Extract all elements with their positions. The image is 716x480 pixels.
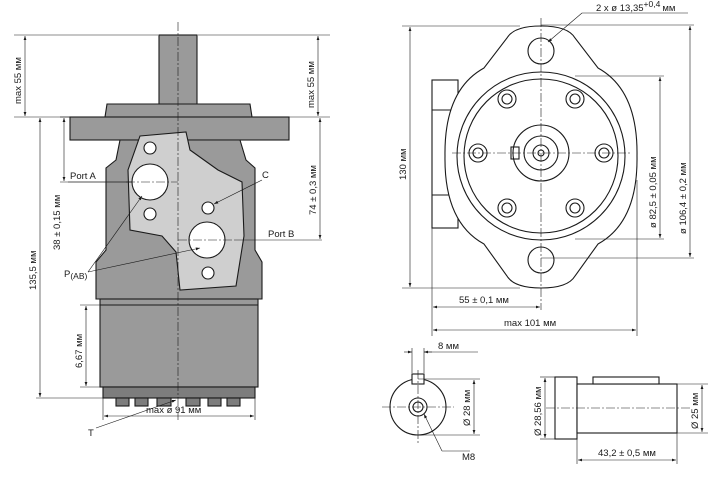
bolt-hole bbox=[143, 207, 157, 221]
dim-max55-left: max 55 мм bbox=[13, 57, 24, 104]
dim-55: 55 ± 0,1 мм bbox=[459, 295, 509, 306]
gerotor-section bbox=[99, 298, 259, 388]
dim-25: Ø 25 мм bbox=[690, 393, 701, 429]
shaft-side-view: Ø 28,56 мм Ø 25 мм 43,2 ± 0,5 мм bbox=[533, 376, 708, 464]
bolt-hole bbox=[201, 266, 215, 280]
dim-max55-right: max 55 мм bbox=[306, 61, 317, 108]
dim-6-67: 6,67 мм bbox=[74, 334, 85, 368]
dim-max-101: max 101 мм bbox=[504, 318, 556, 329]
shaft-end-view: 8 мм Ø 28 мм M8 bbox=[382, 341, 480, 463]
label-t: T bbox=[88, 428, 94, 439]
label-port-b: Port B bbox=[268, 229, 294, 240]
dim-74: 74 ± 0,3 мм bbox=[308, 165, 319, 215]
dim-82-5: ø 82,5 ± 0,05 мм bbox=[648, 156, 659, 228]
dim-28-56: Ø 28,56 мм bbox=[533, 386, 544, 436]
label-port-a: Port A bbox=[70, 171, 97, 182]
dim-28: Ø 28 мм bbox=[462, 390, 473, 426]
motor-side-view: max 55 мм max 55 мм 135,5 мм 38 ± 0,15 м… bbox=[13, 22, 330, 439]
dim-38: 38 ± 0,15 мм bbox=[52, 195, 63, 250]
c-port-circle bbox=[201, 201, 215, 215]
shaft-keyway bbox=[592, 376, 660, 385]
label-m8: M8 bbox=[462, 452, 475, 463]
bolt-hole bbox=[143, 141, 157, 155]
label-c: C bbox=[262, 170, 269, 181]
shaft-body bbox=[576, 383, 678, 434]
end-cover bbox=[102, 386, 256, 399]
bolt-heads bbox=[115, 397, 241, 407]
label-p: P(AB) bbox=[64, 269, 88, 281]
upper-housing bbox=[104, 103, 253, 118]
dim-130: 130 мм bbox=[398, 148, 409, 180]
dim-max-91: max ø 91 мм bbox=[146, 405, 201, 416]
dim-8: 8 мм bbox=[438, 341, 459, 352]
dim-135-5: 135,5 мм bbox=[28, 251, 39, 290]
dim-106-4: ø 106,4 ± 0,2 мм bbox=[678, 162, 689, 234]
dim-43-2: 43,2 ± 0,5 мм bbox=[598, 448, 656, 459]
